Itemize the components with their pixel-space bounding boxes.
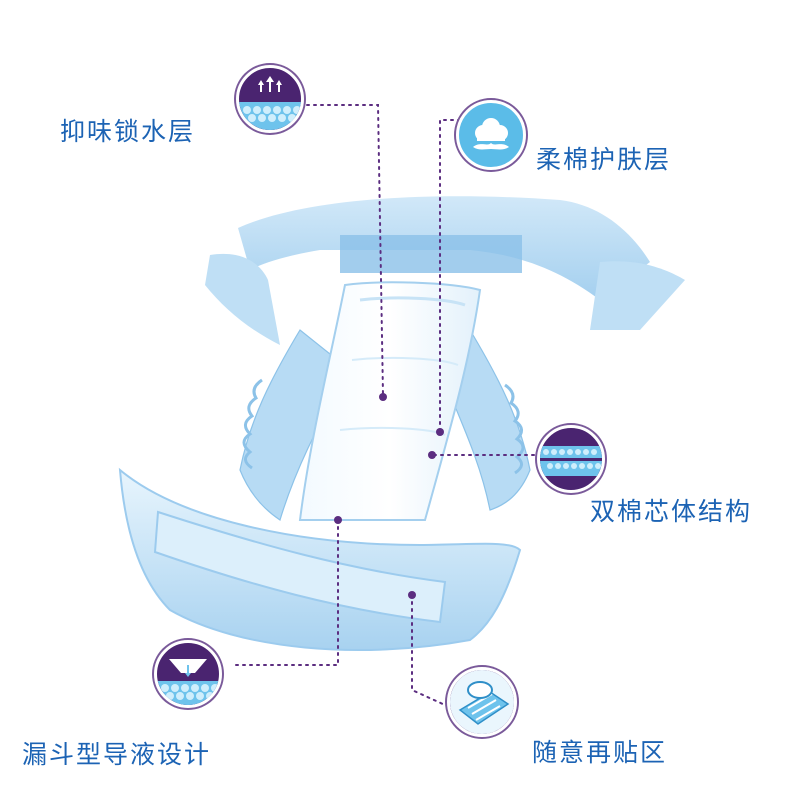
leader-soft-cotton [439, 119, 461, 431]
diaper-front-panel [118, 467, 522, 651]
label-funnel-design: 漏斗型导液设计 [22, 740, 212, 769]
label-odor-lock: 抑味锁水层 [60, 117, 196, 146]
leader-funnel [234, 519, 339, 666]
leader-dots [334, 393, 444, 599]
leader-lines [234, 104, 541, 706]
absorbent-core [298, 281, 482, 521]
funnel-arrows-icon [154, 640, 222, 708]
label-double-core: 双棉芯体结构 [590, 497, 753, 526]
label-refastening: 随意再贴区 [532, 738, 668, 767]
leader-odor-lock [299, 104, 384, 396]
tape-fastener-icon [447, 667, 517, 737]
cotton-cloud-icon [456, 100, 526, 170]
leader-refastening [411, 594, 446, 706]
label-soft-cotton: 柔棉护肤层 [536, 145, 672, 174]
front-tape-zone [153, 510, 447, 624]
back-tape-strip [340, 235, 522, 273]
double-core-layer-icon [537, 425, 605, 493]
diaper-back-panel [205, 196, 685, 345]
layer-arrows-icon [236, 65, 304, 133]
